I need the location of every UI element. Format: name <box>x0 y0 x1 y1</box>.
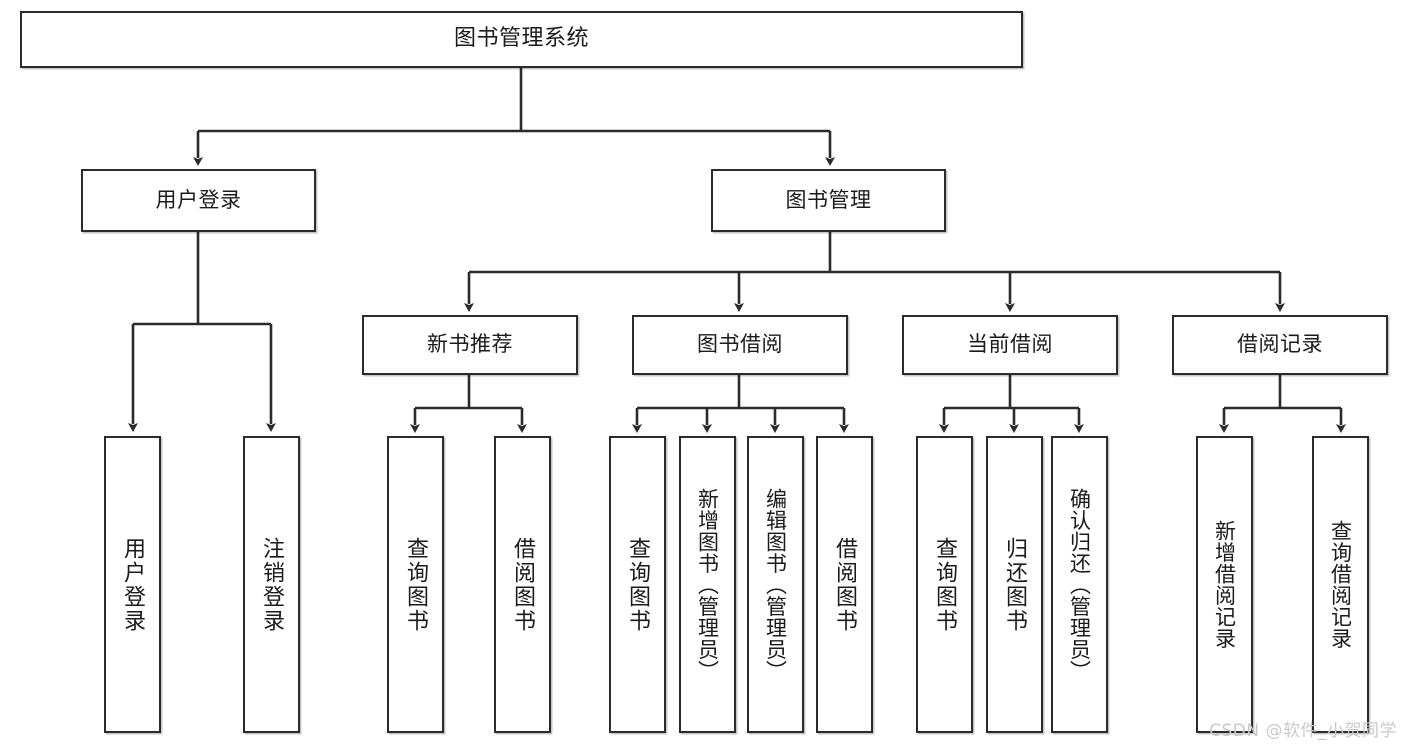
leaf-recommend-borrow-book-label: 借阅图书 <box>510 536 536 633</box>
node-root-label: 图书管理系统 <box>453 26 589 52</box>
leaf-recommend-query-book-label: 查询图书 <box>403 536 429 633</box>
node-book-borrow-label: 图书借阅 <box>697 332 783 357</box>
leaf-current-return-book-label: 归还图书 <box>1002 536 1028 633</box>
node-new-book-recommend[interactable]: 新书推荐 <box>362 315 578 375</box>
leaf-record-add-record[interactable]: 新增借阅记录 <box>1196 436 1253 733</box>
node-borrow-record[interactable]: 借阅记录 <box>1172 315 1388 375</box>
leaf-current-return-book[interactable]: 归还图书 <box>986 436 1043 733</box>
leaf-borrow-borrow-book[interactable]: 借阅图书 <box>816 436 873 733</box>
node-book-management[interactable]: 图书管理 <box>711 169 946 232</box>
node-book-management-label: 图书管理 <box>785 187 872 212</box>
leaf-user-login-login[interactable]: 用户登录 <box>104 436 161 733</box>
node-user-login[interactable]: 用户登录 <box>81 169 316 232</box>
leaf-user-login-login-label: 用户登录 <box>120 536 146 633</box>
node-current-borrow-label: 当前借阅 <box>967 332 1053 357</box>
leaf-user-login-logout-label: 注销登录 <box>259 536 285 633</box>
leaf-record-query-record[interactable]: 查询借阅记录 <box>1312 436 1369 733</box>
leaf-user-login-logout[interactable]: 注销登录 <box>243 436 300 733</box>
leaf-borrow-query-book[interactable]: 查询图书 <box>609 436 666 733</box>
leaf-borrow-add-book-label: 新增图书（管理员） <box>695 487 720 682</box>
leaf-current-query-book-label: 查询图书 <box>932 536 958 633</box>
leaf-recommend-query-book[interactable]: 查询图书 <box>387 436 444 733</box>
leaf-record-query-record-label: 查询借阅记录 <box>1328 520 1353 649</box>
leaf-current-confirm-return-label: 确认归还（管理员） <box>1067 487 1092 682</box>
watermark: CSDN @软件_小贺同学 <box>1209 721 1397 741</box>
leaf-borrow-query-book-label: 查询图书 <box>625 536 651 633</box>
leaf-borrow-edit-book-label: 编辑图书（管理员） <box>763 487 788 682</box>
leaf-borrow-add-book[interactable]: 新增图书（管理员） <box>679 436 736 733</box>
node-book-borrow[interactable]: 图书借阅 <box>632 315 848 375</box>
leaf-recommend-borrow-book[interactable]: 借阅图书 <box>494 436 551 733</box>
leaf-current-confirm-return[interactable]: 确认归还（管理员） <box>1051 436 1108 733</box>
node-new-book-recommend-label: 新书推荐 <box>427 332 513 357</box>
leaf-current-query-book[interactable]: 查询图书 <box>916 436 973 733</box>
node-borrow-record-label: 借阅记录 <box>1237 332 1323 357</box>
leaf-record-add-record-label: 新增借阅记录 <box>1212 520 1237 649</box>
leaf-borrow-borrow-book-label: 借阅图书 <box>832 536 858 633</box>
node-current-borrow[interactable]: 当前借阅 <box>902 315 1118 375</box>
node-root[interactable]: 图书管理系统 <box>20 11 1023 68</box>
leaf-borrow-edit-book[interactable]: 编辑图书（管理员） <box>747 436 804 733</box>
node-user-login-label: 用户登录 <box>155 187 242 212</box>
